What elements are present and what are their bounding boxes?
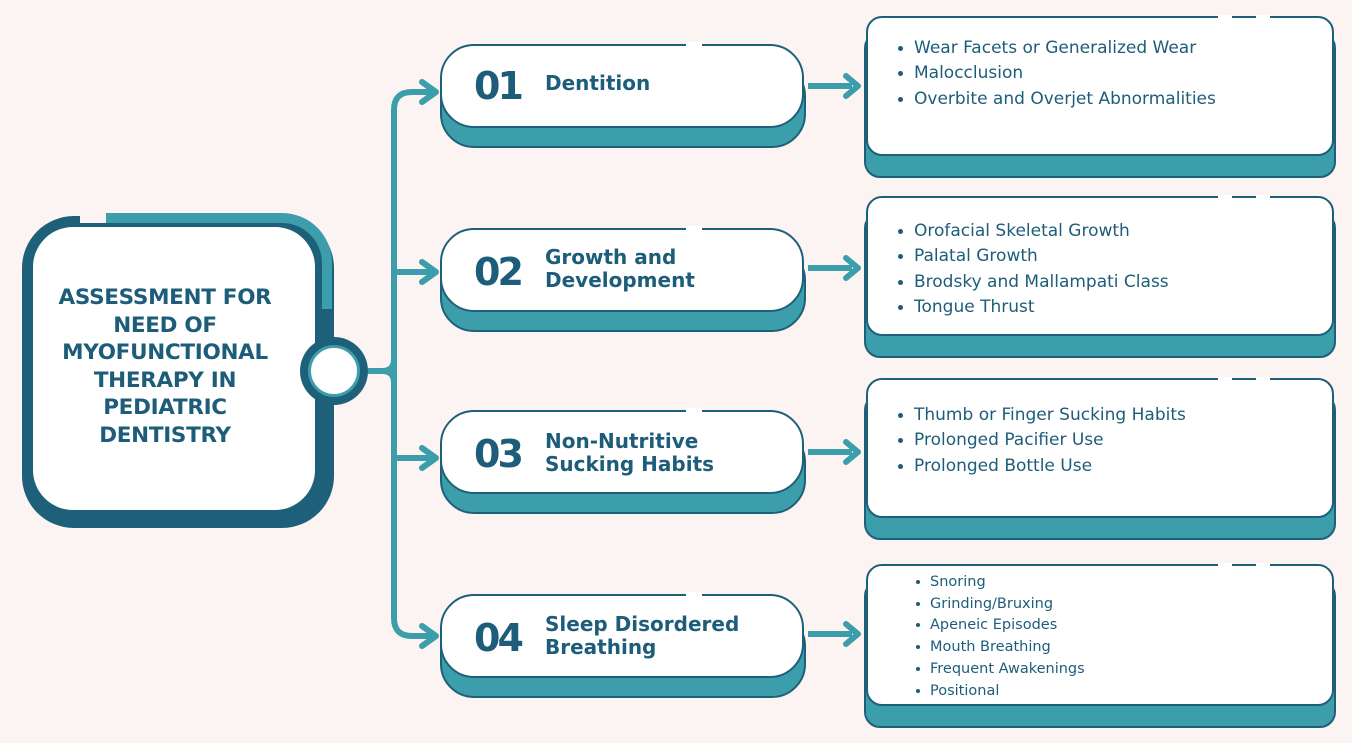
category-pill-01: 01 Dentition	[438, 42, 808, 148]
list-item: Positional	[912, 681, 1085, 703]
pill-border-gap	[686, 408, 702, 416]
category-label: Dentition	[545, 72, 795, 95]
pill-body: 04 Sleep Disordered Breathing	[440, 592, 804, 678]
category-label-line: Development	[545, 268, 695, 292]
central-title: ASSESSMENT FOR NEED OF MYOFUNCTIONAL THE…	[34, 284, 296, 449]
card-border-gap	[1218, 195, 1232, 201]
category-pill-03: 03 Non-Nutritive Sucking Habits	[438, 408, 808, 514]
pill-body: 03 Non-Nutritive Sucking Habits	[440, 408, 804, 494]
detail-list: Thumb or Finger Sucking Habits Prolonged…	[894, 403, 1186, 479]
central-accent-gap	[80, 213, 106, 223]
list-item: Palatal Growth	[894, 244, 1169, 269]
card-border-gap	[1256, 195, 1270, 201]
list-item: Wear Facets or Generalized Wear	[894, 36, 1216, 61]
list-item: Malocclusion	[894, 61, 1216, 86]
category-pill-02: 02 Growth and Development	[438, 226, 808, 332]
list-item: Grinding/Bruxing	[912, 594, 1085, 616]
central-accent-stroke	[106, 213, 332, 309]
list-item: Snoring	[912, 572, 1085, 594]
pill-body: 02 Growth and Development	[440, 226, 804, 312]
detail-list: Snoring Grinding/Bruxing Apeneic Episode…	[912, 572, 1085, 702]
list-item: Mouth Breathing	[912, 637, 1085, 659]
trunk-line	[391, 89, 435, 639]
list-item: Tongue Thrust	[894, 295, 1169, 320]
card-body: Orofacial Skeletal Growth Palatal Growth…	[866, 195, 1334, 336]
card-border-gap	[1256, 15, 1270, 21]
pill-body: 01 Dentition	[440, 42, 804, 128]
detail-card-02: Orofacial Skeletal Growth Palatal Growth…	[864, 195, 1336, 358]
card-body: Snoring Grinding/Bruxing Apeneic Episode…	[866, 563, 1334, 706]
arrowhead-02	[419, 259, 439, 285]
card-border-gap	[1218, 563, 1232, 569]
card-arrowhead-04	[843, 621, 861, 647]
category-label-line: Dentition	[545, 71, 651, 95]
central-title-line: THERAPY IN	[93, 367, 237, 393]
central-title-line: PEDIATRIC	[103, 395, 227, 420]
central-title-line: NEED OF	[113, 312, 217, 338]
hub-connector	[368, 358, 397, 384]
category-label-line: Non-Nutritive	[545, 429, 699, 453]
pill-border-gap	[686, 226, 702, 234]
arrowhead-04	[419, 623, 439, 649]
detail-list: Wear Facets or Generalized Wear Malocclu…	[894, 36, 1216, 112]
arrowhead-03	[419, 445, 439, 471]
list-item: Apeneic Episodes	[912, 615, 1085, 637]
card-arrowhead-02	[843, 255, 861, 281]
category-label: Growth and Development	[545, 246, 795, 292]
card-arrowhead-01	[843, 73, 861, 99]
list-item: Overbite and Overjet Abnormalities	[894, 87, 1216, 112]
card-body: Wear Facets or Generalized Wear Malocclu…	[866, 15, 1334, 156]
list-item: Frequent Awakenings	[912, 659, 1085, 681]
central-title-line: MYOFUNCTIONAL	[62, 340, 268, 365]
category-label: Non-Nutritive Sucking Habits	[545, 430, 795, 476]
card-body: Thumb or Finger Sucking Habits Prolonged…	[866, 377, 1334, 518]
arrowhead-01	[419, 79, 439, 105]
category-number: 02	[474, 250, 524, 294]
pill-border-gap	[686, 592, 702, 600]
list-item: Orofacial Skeletal Growth	[894, 219, 1169, 244]
category-label-line: Growth and	[545, 245, 677, 269]
list-item: Brodsky and Mallampati Class	[894, 270, 1169, 295]
pill-border-gap	[686, 42, 702, 50]
category-label-line: Sucking Habits	[545, 452, 715, 476]
central-box	[31, 225, 317, 512]
list-item: Prolonged Pacifier Use	[894, 428, 1186, 453]
category-number: 03	[474, 432, 524, 476]
card-border-gap	[1256, 377, 1270, 383]
central-title-line: ASSESSMENT FOR	[58, 285, 272, 310]
category-label-line: Sleep Disordered	[545, 612, 740, 636]
detail-card-03: Thumb or Finger Sucking Habits Prolonged…	[864, 377, 1336, 540]
hub-node-inner	[308, 345, 360, 397]
hub-node	[300, 337, 368, 405]
category-label-line: Breathing	[545, 635, 657, 659]
card-border-gap	[1218, 15, 1232, 21]
category-number: 01	[474, 64, 524, 108]
central-title-line: DENTISTRY	[99, 422, 231, 448]
list-item: Prolonged Bottle Use	[894, 454, 1186, 479]
list-item: Thumb or Finger Sucking Habits	[894, 403, 1186, 428]
detail-card-04: Snoring Grinding/Bruxing Apeneic Episode…	[864, 563, 1336, 728]
card-border-gap	[1256, 563, 1270, 569]
category-label: Sleep Disordered Breathing	[545, 613, 795, 659]
category-pill-04: 04 Sleep Disordered Breathing	[438, 592, 808, 698]
category-number: 04	[474, 616, 524, 660]
detail-list: Orofacial Skeletal Growth Palatal Growth…	[894, 219, 1169, 320]
card-arrowhead-03	[843, 439, 861, 465]
detail-card-01: Wear Facets or Generalized Wear Malocclu…	[864, 15, 1336, 178]
card-border-gap	[1218, 377, 1232, 383]
